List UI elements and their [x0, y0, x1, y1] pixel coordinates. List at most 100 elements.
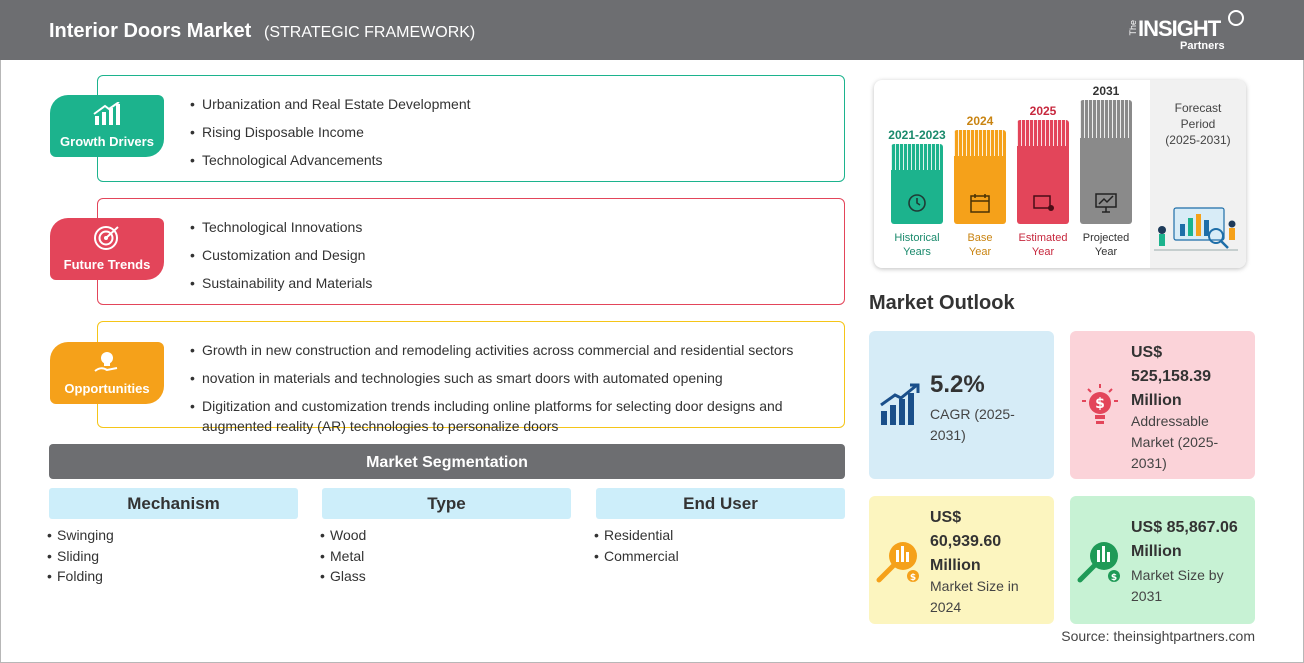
- opportunities-label: Opportunities: [64, 381, 150, 396]
- list-item: Folding: [47, 566, 114, 587]
- growth-chart-icon: [93, 102, 120, 125]
- list-item: Growth in new construction and remodelin…: [190, 340, 810, 360]
- svg-text:$: $: [1111, 573, 1117, 583]
- segment-head-mechanism: Mechanism: [49, 488, 298, 519]
- label-line: Estimated: [1018, 232, 1068, 244]
- value-line: 60,939.60: [930, 533, 1002, 550]
- lightbulb-hand-icon: [94, 352, 118, 372]
- logo-insight: INSIGHT: [1138, 16, 1221, 41]
- label-line: CAGR (2025-: [930, 406, 1015, 422]
- future-trends-box: Technological Innovations Customization …: [97, 198, 845, 305]
- growth-drivers-badge: Growth Drivers: [50, 95, 164, 157]
- addressable-market-label: Addressable Market (2025- 2031): [1131, 411, 1218, 474]
- logo-partners: Partners: [1180, 40, 1225, 52]
- market-size-2031-label: Market Size by 2031: [1131, 565, 1224, 607]
- label-line: 2031): [1131, 455, 1167, 471]
- page-subtitle: (STRATEGIC FRAMEWORK): [264, 24, 476, 41]
- growth-bars-icon: [880, 383, 920, 425]
- segment-list-mechanism: Swinging Sliding Folding: [47, 525, 114, 587]
- value-line: Million: [930, 557, 981, 574]
- forecast-line: Forecast: [1174, 101, 1222, 115]
- list-item: novation in materials and technologies s…: [190, 368, 810, 388]
- header-bar: Interior Doors Market (STRATEGIC FRAMEWO…: [0, 0, 1304, 60]
- company-logo[interactable]: The INSIGHT Partners: [1128, 10, 1248, 54]
- value-line: Million: [1131, 392, 1182, 409]
- growth-drivers-box: Urbanization and Real Estate Development…: [97, 75, 845, 182]
- timeline-bar-projected: [1080, 100, 1132, 224]
- timeline-label-estimated: Estimated Year: [1008, 231, 1078, 259]
- forecast-line: Period: [1180, 117, 1216, 131]
- target-icon: [94, 226, 119, 250]
- money-magnifier-icon: $: [876, 542, 919, 583]
- svg-text:$: $: [910, 573, 916, 583]
- list-item: Swinging: [47, 525, 114, 546]
- label-line: 2024: [930, 599, 962, 615]
- segment-head-type: Type: [322, 488, 571, 519]
- logo-circle-icon: [1228, 10, 1244, 26]
- label-line: Years: [903, 246, 931, 258]
- cagr-label: CAGR (2025- 2031): [930, 404, 1015, 446]
- label-line: Addressable: [1131, 413, 1209, 429]
- list-item: Glass: [320, 566, 366, 587]
- market-outlook-title: Market Outlook: [869, 292, 1015, 314]
- svg-text:$: $: [1095, 396, 1105, 412]
- addressable-market-card: $ US$ 525,158.39 Million Addressable Mar…: [1070, 331, 1255, 479]
- money-magnifier-icon: $: [1077, 542, 1120, 583]
- segment-list-end-user: Residential Commercial: [594, 525, 679, 566]
- cagr-card: 5.2% CAGR (2025- 2031): [869, 331, 1054, 479]
- list-item: Residential: [594, 525, 679, 546]
- market-segmentation-header: Market Segmentation: [49, 444, 845, 479]
- addressable-market-value: US$ 525,158.39 Million: [1131, 341, 1211, 413]
- value-line: US$: [1131, 344, 1163, 361]
- value-line: Million: [1131, 543, 1182, 560]
- value-line: US$ 85,867.06: [1131, 519, 1238, 536]
- list-item: Urbanization and Real Estate Development: [190, 94, 810, 114]
- cagr-value: 5.2%: [930, 371, 985, 398]
- future-trends-badge: Future Trends: [50, 218, 164, 280]
- list-item: Technological Advancements: [190, 150, 810, 170]
- timeline-year-estimated: 2025: [1029, 104, 1057, 118]
- market-size-2024-card: $ US$ 60,939.60 Million Market Size in 2…: [869, 496, 1054, 624]
- segment-head-end-user: End User: [596, 488, 845, 519]
- label-line: Market Size by: [1131, 567, 1224, 583]
- market-size-2024-label: Market Size in 2024: [930, 576, 1019, 618]
- dollar-bulb-icon: $: [1082, 384, 1118, 424]
- value-line: US$: [930, 509, 962, 526]
- label-line: Year: [968, 246, 992, 258]
- future-trends-label: Future Trends: [63, 257, 151, 272]
- market-size-2031-value: US$ 85,867.06 Million: [1131, 516, 1238, 564]
- growth-drivers-list: Urbanization and Real Estate Development…: [190, 94, 810, 178]
- list-item: Wood: [320, 525, 366, 546]
- label-line: Historical: [894, 232, 940, 244]
- growth-drivers-label: Growth Drivers: [60, 134, 154, 149]
- calendar-icon: [970, 194, 990, 213]
- page-title: Interior Doors Market: [49, 20, 252, 42]
- list-item: Sustainability and Materials: [190, 273, 810, 293]
- label-line: Base: [967, 232, 993, 244]
- forecast-line: (2025-2031): [1165, 133, 1231, 147]
- market-size-2031-card: $ US$ 85,867.06 Million Market Size by 2…: [1070, 496, 1255, 624]
- label-line: Market (2025-: [1131, 434, 1219, 450]
- opportunities-box: Growth in new construction and remodelin…: [97, 321, 845, 434]
- logo-the: The: [1128, 20, 1138, 36]
- analytics-illustration-icon: [1154, 207, 1238, 251]
- list-item: Rising Disposable Income: [190, 122, 810, 142]
- timeline-year-projected: 2031: [1092, 84, 1120, 98]
- label-line: 2031: [1131, 588, 1163, 604]
- opportunities-list: Growth in new construction and remodelin…: [190, 340, 810, 444]
- timeline-year-base: 2024: [966, 114, 994, 128]
- list-item: Customization and Design: [190, 245, 810, 265]
- estimate-icon: [1033, 195, 1054, 211]
- segment-list-type: Wood Metal Glass: [320, 525, 366, 587]
- list-item: Metal: [320, 546, 366, 567]
- label-line: Year: [1094, 246, 1118, 258]
- label-line: 2031): [930, 427, 966, 443]
- timeline-label-base: Base Year: [945, 231, 1015, 259]
- projection-icon: [1095, 193, 1117, 213]
- label-line: Market Size in: [930, 578, 1019, 594]
- timeline-label-projected: Projected Year: [1071, 231, 1141, 259]
- timeline-bar-historical: [891, 144, 943, 224]
- forecast-period-panel: Forecast Period (2025-2031): [1150, 80, 1246, 268]
- timeline-year-historical: 2021-2023: [888, 128, 946, 142]
- list-item: Commercial: [594, 546, 679, 567]
